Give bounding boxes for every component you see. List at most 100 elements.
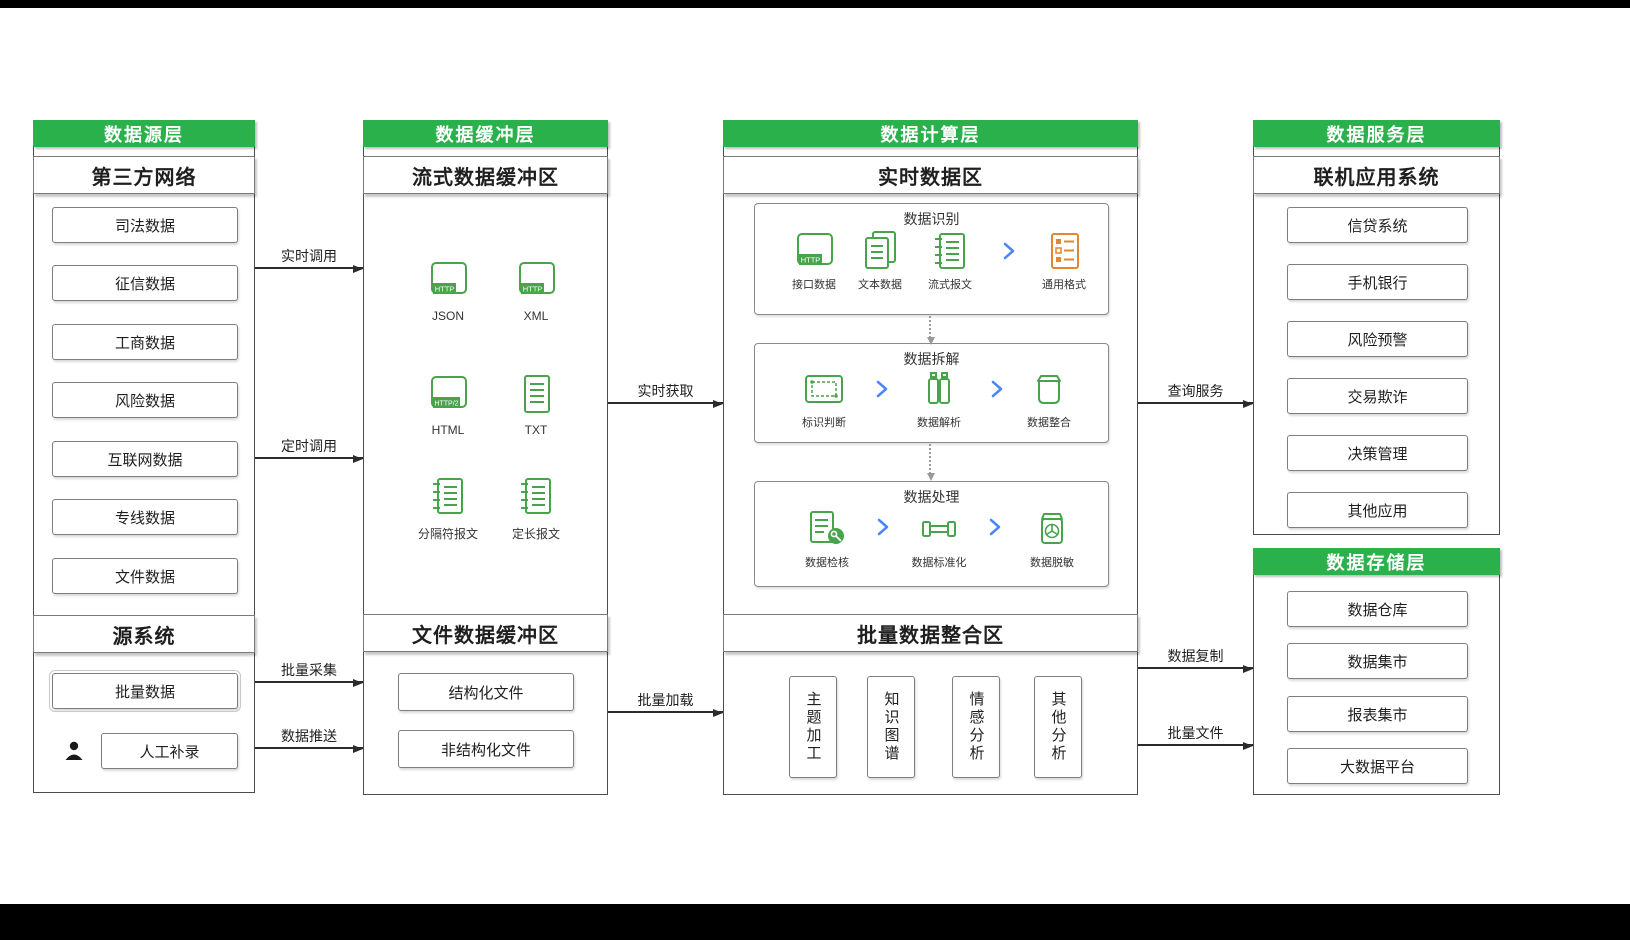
standardize-pipe-icon [914,508,964,550]
source-item-internet: 互联网数据 [52,441,238,477]
dotted-down-arrow [927,444,935,481]
top-letterbox-bar [0,0,1630,8]
stage-item-generic-format: 通用格式 [1031,230,1097,292]
source-item-dedicated: 专线数据 [52,499,238,535]
service-item-other-apps: 其他应用 [1287,492,1468,528]
stage-item-identify: 标识判断 [791,368,857,430]
stage-item-label: 通用格式 [1042,279,1086,291]
stage-item-mask: 数据脱敏 [1019,508,1085,570]
svg-text:HTTP: HTTP [801,256,821,265]
online-app-section-title: 联机应用系统 [1313,166,1440,189]
compute-layer-header: 数据计算层 [723,120,1138,147]
stage-item-label: 标识判断 [802,417,846,429]
stage-item-label: 接口数据 [792,279,836,291]
source-item-risk: 风险数据 [52,382,238,418]
batch-integration-section-title: 批量数据整合区 [857,624,1004,647]
storage-item-label: 报表集市 [1347,706,1408,724]
chevron-right-icon [987,516,1003,538]
storage-layer-panel: 数据存储层 数据仓库 数据集市 报表集市 大数据平台 [1253,548,1500,795]
fixed-length-message-icon [513,475,559,517]
flow-timed-call-label: 定时调用 [281,438,337,454]
storage-layer-title: 数据存储层 [1326,552,1427,573]
stream-format-label: HTML [431,423,465,437]
stage-item-interface-data: HTTP 接口数据 [781,230,847,292]
stream-format-delimiter: 分隔符报文 [403,475,493,542]
flow-timed-call-arrow [255,455,363,463]
source-item-label: 批量数据 [114,683,175,701]
source-item-label: 互联网数据 [107,451,183,469]
stage-item-merge: 数据整合 [1016,368,1082,430]
storage-item-report-mart: 报表集市 [1287,696,1468,732]
stage-data-recognition: 数据识别 HTTP 接口数据 [754,203,1109,315]
merge-jar-icon [1026,368,1072,410]
stream-format-txt: TXT [491,373,581,437]
source-item-label: 专线数据 [114,509,175,527]
text-documents-icon [857,230,903,272]
source-item-label: 征信数据 [114,275,175,293]
txt-document-icon [513,373,559,415]
source-item-label: 工商数据 [114,334,175,352]
flow-realtime-fetch-arrow [608,400,723,408]
stream-format-label: 分隔符报文 [417,527,478,541]
storage-item-data-mart: 数据集市 [1287,643,1468,679]
flow-query-service-arrow [1138,400,1253,408]
source-item-judicial: 司法数据 [52,207,238,243]
stage-item-label: 数据标准化 [911,557,967,569]
stream-format-label: 定长报文 [511,527,560,541]
file-buffer-item-structured: 结构化文件 [398,673,574,711]
batch-item-label: 主题加工 [804,691,822,763]
source-item-credit: 征信数据 [52,265,238,301]
dotted-down-arrow [927,316,935,345]
batch-item-label: 知识图谱 [882,691,900,763]
batch-item-knowledge-graph: 知识图谱 [867,676,915,778]
chevron-right-icon [989,378,1005,400]
stream-format-fixed-length: 定长报文 [491,475,581,542]
source-item-commerce: 工商数据 [52,324,238,360]
file-buffer-item-label: 非结构化文件 [440,741,531,759]
chevron-right-icon [875,516,891,538]
service-layer-panel: 数据服务层 联机应用系统 信贷系统 手机银行 风险预警 交易欺诈 决策管理 其他… [1253,120,1500,535]
stream-buffer-section-header: 流式数据缓冲区 [363,156,608,194]
stream-buffer-section-title: 流式数据缓冲区 [412,166,559,189]
delimiter-message-icon [425,475,471,517]
buffer-layer-panel: 数据缓冲层 流式数据缓冲区 HTTP JSON [363,120,608,795]
storage-item-label: 数据仓库 [1347,601,1408,619]
source-item-label: 风险数据 [114,392,175,410]
stage-data-decomposition: 数据拆解 标识判断 [754,343,1109,443]
buffer-layer-header: 数据缓冲层 [363,120,608,147]
json-http-file-icon: HTTP [425,259,471,301]
batch-integration-section-header: 批量数据整合区 [723,614,1138,652]
stage-item-parse: 数据解析 [906,368,972,430]
source-layer-panel: 数据源层 第三方网络 司法数据 征信数据 工商数据 风险数据 互联网数据 专线数… [33,120,255,793]
stage-title: 数据识别 [903,211,960,227]
stream-format-html: HTTP/2 HTML [403,373,493,437]
third-party-section-title: 第三方网络 [91,166,197,189]
flow-batch-collect-arrow [255,679,363,687]
buffer-layer-title: 数据缓冲层 [435,124,536,145]
source-item-batch-data: 批量数据 [49,670,241,712]
service-item-label: 信贷系统 [1347,217,1408,235]
stage-item-standardize: 数据标准化 [906,508,972,570]
source-item-label: 司法数据 [114,217,175,235]
svg-text:HTTP/2: HTTP/2 [434,401,458,408]
chevron-right-icon [1001,240,1017,262]
check-page-icon [802,508,852,550]
flow-batch-load-label: 批量加载 [637,692,694,708]
generic-format-checklist-icon [1041,230,1087,272]
batch-item-label: 其他分析 [1049,691,1067,763]
stage-data-processing: 数据处理 数据检核 [754,481,1109,587]
stream-format-label: TXT [524,423,548,437]
source-item-manual-entry: 人工补录 [101,733,238,769]
flow-data-push-label: 数据推送 [281,728,337,744]
flow-query-service-label: 查询服务 [1167,383,1224,399]
storage-item-data-warehouse: 数据仓库 [1287,591,1468,627]
stream-format-json: HTTP JSON [403,259,493,323]
batch-item-label: 情感分析 [967,691,985,763]
service-item-mobile-banking: 手机银行 [1287,264,1468,300]
flow-realtime-call-arrow [255,265,363,273]
file-buffer-item-label: 结构化文件 [448,684,524,702]
stage-item-label: 文本数据 [858,279,902,291]
batch-item-sentiment-analysis: 情感分析 [952,676,1000,778]
stream-format-label: XML [523,309,549,323]
flow-batch-collect-label: 批量采集 [281,662,337,678]
